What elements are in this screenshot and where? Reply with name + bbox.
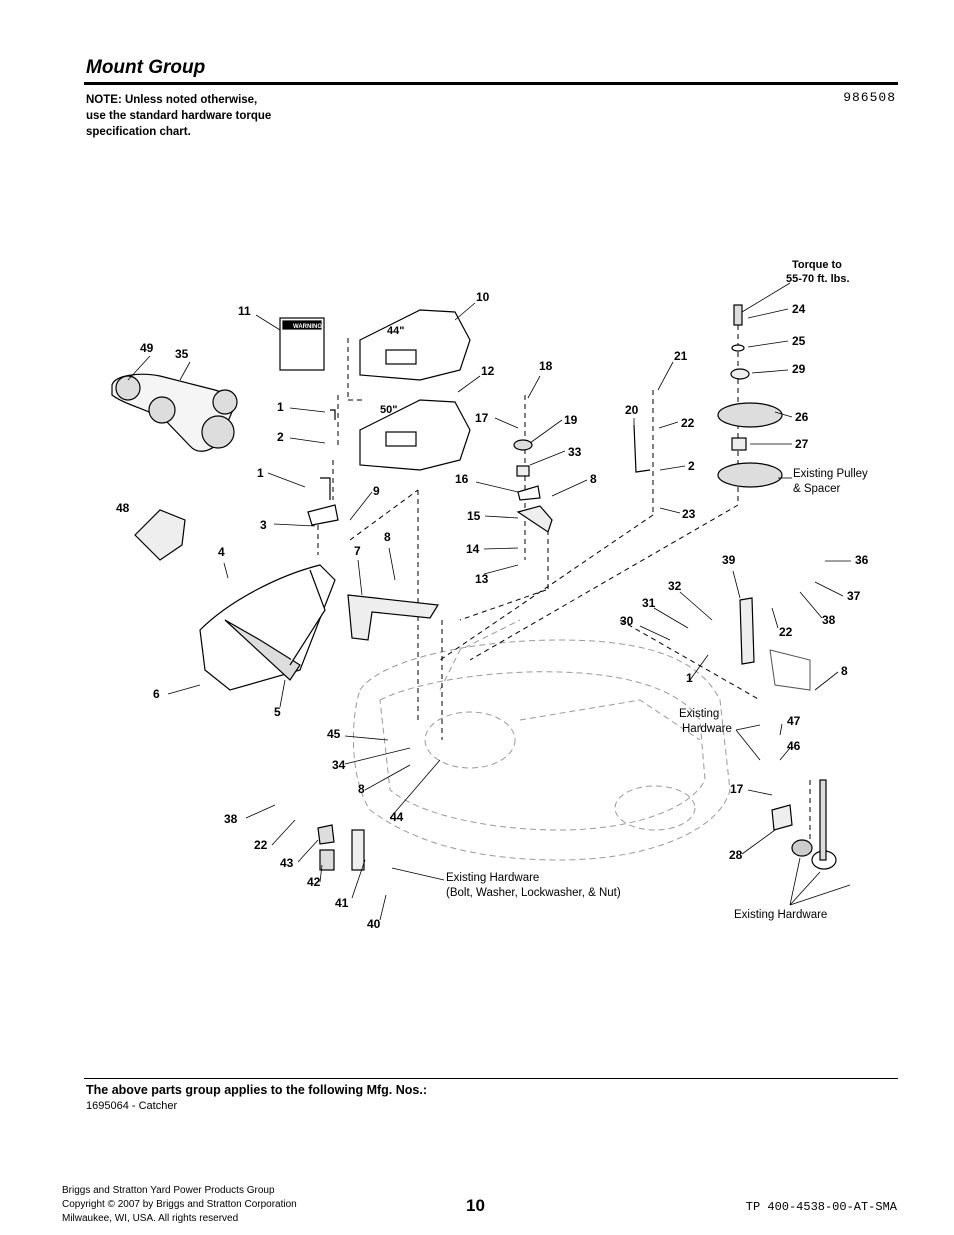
part-number-label: 24 (792, 302, 806, 316)
part-number-label: 14 (466, 542, 480, 556)
part-number-label: 44 (390, 810, 404, 824)
part-number-label: 33 (568, 445, 582, 459)
part-number-label: 38 (822, 613, 836, 627)
existing-hardware-line: Hardware (682, 723, 732, 735)
part-number-label: 37 (847, 589, 861, 603)
part-number-label: 29 (792, 362, 806, 376)
doc-code: TP 400-4538-00-AT-SMA (745, 1200, 897, 1214)
part-number-label: 36 (855, 553, 869, 567)
part-number-label: 32 (668, 579, 682, 593)
part-number-label: 35 (175, 347, 189, 361)
existing-hardware-line: (Bolt, Washer, Lockwasher, & Nut) (446, 887, 621, 899)
part-number-label: 1 (686, 671, 693, 685)
part-number-label: 2 (688, 459, 695, 473)
leader-lines (127, 282, 851, 921)
part-number-label: 11 (238, 304, 251, 318)
part-number-label: 22 (254, 838, 268, 852)
part-number-label: 48 (116, 501, 130, 515)
note-line: specification chart. (86, 126, 191, 138)
part-number-label: 6 (153, 687, 160, 701)
part-number-label: 38 (224, 812, 238, 826)
part-number-label: 8 (590, 472, 597, 486)
part-number-label: 8 (358, 782, 365, 796)
mower-deck-outline (352, 619, 811, 861)
part-number-label: 47 (787, 714, 801, 728)
part-number-label: 43 (280, 856, 294, 870)
part-number-label: 22 (681, 416, 695, 430)
existing-hardware-label: Existing Hardware (734, 909, 827, 921)
part-number-label: 49 (140, 341, 154, 355)
page-title: Mount Group (86, 57, 206, 78)
torque-callout-line: Torque to (792, 259, 842, 271)
existing-hardware-line: Existing Hardware (446, 872, 539, 884)
torque-note: NOTE: Unless noted otherwise, use the st… (86, 92, 271, 140)
part-number-label: 41 (335, 896, 349, 910)
part-number-label: 8 (384, 530, 391, 544)
part-number-label: 13 (475, 572, 489, 586)
applies-heading: The above parts group applies to the fol… (86, 1083, 427, 1097)
diagram-id: 986508 (843, 90, 896, 105)
part-number-label: 7 (354, 544, 361, 558)
footer-line: Copyright © 2007 by Briggs and Stratton … (62, 1199, 297, 1210)
assembly-lines (317, 325, 811, 840)
part-number-label: 1 (277, 400, 284, 414)
part-number-label: 9 (373, 484, 380, 498)
part-number-label: 16 (455, 472, 469, 486)
existing-hardware-line: Existing (679, 708, 719, 720)
part-number-labels: 11 10 49 35 12 18 21 24 25 29 26 27 1 2 … (116, 290, 869, 931)
existing-pulley-line: Existing Pulley (793, 468, 868, 480)
deck-50-label: 50" (380, 404, 397, 416)
page-number: 10 (466, 1196, 485, 1215)
part-number-label: 8 (841, 664, 848, 678)
part-number-label: 20 (625, 403, 639, 417)
part-number-label: 40 (367, 917, 381, 931)
existing-pulley-line: & Spacer (793, 483, 840, 495)
part-number-label: 15 (467, 509, 481, 523)
part-number-label: 19 (564, 413, 578, 427)
mfg-numbers: 1695064 - Catcher (86, 1100, 178, 1112)
part-number-label: 46 (787, 739, 801, 753)
part-number-label: 2 (277, 430, 284, 444)
part-number-label: 1 (257, 466, 264, 480)
applies-rule (84, 1078, 898, 1079)
part-number-label: 42 (307, 875, 321, 889)
part-number-label: 12 (481, 364, 495, 378)
part-number-label: 3 (260, 518, 267, 532)
callout-text: Torque to 55-70 ft. lbs. Existing Pulley… (293, 259, 868, 921)
part-number-label: 30 (620, 614, 634, 628)
part-number-label: 28 (729, 848, 743, 862)
part-number-label: 27 (795, 437, 809, 451)
part-number-label: 45 (327, 727, 341, 741)
part-number-label: 4 (218, 545, 225, 559)
part-number-label: 22 (779, 625, 793, 639)
header-rule (84, 82, 898, 85)
part-number-label: 39 (722, 553, 736, 567)
part-number-label: 25 (792, 334, 806, 348)
part-number-label: 17 (730, 782, 744, 796)
warning-label-text: WARNING (293, 324, 322, 330)
footer-line: Briggs and Stratton Yard Power Products … (62, 1185, 275, 1196)
footer-company: Briggs and Stratton Yard Power Products … (62, 1184, 297, 1226)
part-number-label: 18 (539, 359, 553, 373)
parts-drawings (111, 304, 837, 871)
torque-callout-line: 55-70 ft. lbs. (786, 273, 850, 285)
part-number-label: 10 (476, 290, 490, 304)
note-line: use the standard hardware torque (86, 110, 272, 122)
part-number-label: 26 (795, 410, 809, 424)
part-number-label: 17 (475, 411, 489, 425)
footer-line: Milwaukee, WI, USA. All rights reserved (62, 1213, 239, 1224)
part-number-label: 34 (332, 758, 346, 772)
part-number-label: 21 (674, 349, 688, 363)
part-number-label: 23 (682, 507, 696, 521)
part-number-label: 31 (642, 596, 656, 610)
deck-44-label: 44" (387, 325, 404, 337)
part-number-label: 5 (274, 705, 281, 719)
note-line: NOTE: Unless noted otherwise, (86, 94, 258, 106)
